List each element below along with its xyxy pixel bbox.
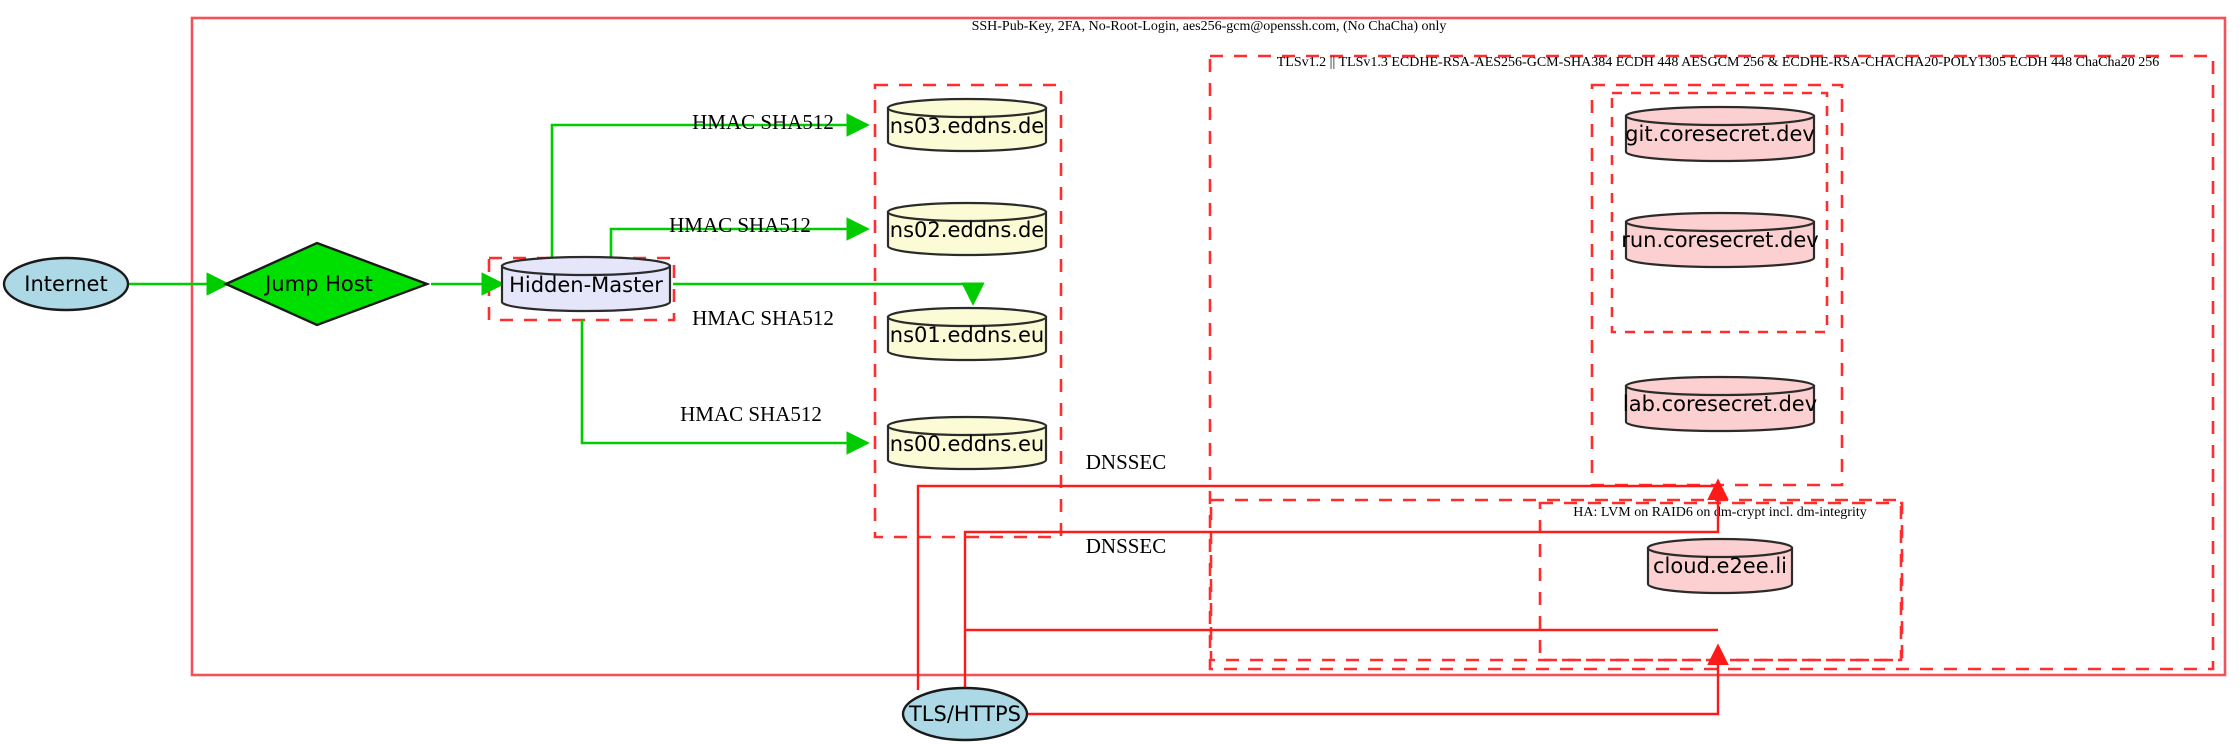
edge-hiddenmaster-to-ns01 [673, 282, 985, 306]
node-tls-https[interactable]: TLS/HTTPS [901, 686, 1029, 742]
ns02-cylinder-top [886, 201, 1048, 223]
jumphost-diamond [223, 241, 431, 327]
run-cylinder-top [1624, 211, 1816, 233]
node-lab[interactable]: lab.coresecret.dev [1623, 375, 1817, 433]
run-label: run.coresecret.dev [1621, 228, 1819, 252]
cluster-tls-ciphers [1208, 54, 2215, 671]
jumphost-label: Jump Host [263, 272, 373, 296]
edge-tls-to-cloud [1026, 643, 1729, 716]
internet-label: Internet [24, 272, 107, 296]
node-ns00[interactable]: ns00.eddns.eu [886, 415, 1048, 471]
cluster-cloud-zone [1209, 498, 1903, 662]
git-cylinder-body [1624, 114, 1816, 163]
internet-ellipse [2, 256, 130, 312]
run-cylinder-body [1624, 220, 1816, 269]
cluster-dns-zone [873, 83, 1063, 539]
cluster-outer-ssh-label: SSH-Pub-Key, 2FA, No-Root-Login, aes256-… [972, 19, 1447, 34]
edge-hiddenmaster-to-ns02 [609, 217, 870, 258]
ns01-cylinder-top [886, 306, 1048, 328]
edge-hiddenmaster-to-ns00 [580, 320, 870, 455]
node-ns02[interactable]: ns02.eddns.de [886, 201, 1048, 257]
hiddenmaster-cylinder-body [500, 264, 672, 313]
ns02-label: ns02.eddns.de [890, 218, 1044, 242]
node-internet[interactable]: Internet [2, 256, 130, 312]
edge-hiddenmaster-to-ns03 [550, 113, 870, 258]
edge-label-hmac-ns03: HMAC SHA512 [692, 110, 834, 134]
node-hidden-master[interactable]: Hidden-Master [500, 255, 672, 313]
node-git[interactable]: git.coresecret.dev [1624, 105, 1816, 163]
git-label: git.coresecret.dev [1625, 122, 1815, 146]
node-cloud[interactable]: cloud.e2ee.li [1646, 537, 1794, 595]
ns03-label: ns03.eddns.de [890, 114, 1044, 138]
edge-tls-to-coresecret [963, 478, 1729, 690]
lab-cylinder-top [1624, 375, 1816, 397]
edge-label-dnssec-lower: DNSSEC [1086, 534, 1167, 558]
tlshttps-ellipse [901, 686, 1029, 742]
node-ns03[interactable]: ns03.eddns.de [886, 97, 1048, 153]
hiddenmaster-cylinder-top [500, 255, 672, 277]
lab-cylinder-body [1624, 384, 1816, 433]
ns01-label: ns01.eddns.eu [890, 323, 1044, 347]
cluster-coresecret-inner-zone [1610, 91, 1829, 334]
node-jump-host[interactable]: Jump Host [223, 241, 431, 327]
cluster-ha-storage-label: HA: LVM on RAID6 on dm-crypt incl. dm-in… [1573, 505, 1866, 520]
node-ns01[interactable]: ns01.eddns.eu [886, 306, 1048, 362]
ns00-cylinder-body [886, 424, 1048, 471]
node-run[interactable]: run.coresecret.dev [1621, 211, 1819, 269]
hiddenmaster-label: Hidden-Master [509, 273, 663, 297]
cloud-label: cloud.e2ee.li [1653, 554, 1787, 578]
lab-label: lab.coresecret.dev [1623, 392, 1817, 416]
edge-label-hmac-ns01: HMAC SHA512 [692, 306, 834, 330]
ns00-label: ns00.eddns.eu [890, 432, 1044, 456]
cluster-outer-ssh [190, 16, 2227, 677]
ns03-cylinder-top [886, 97, 1048, 119]
edge-tls-branch-upper [916, 484, 1718, 690]
cloud-cylinder-body [1646, 546, 1794, 595]
cloud-cylinder-top [1646, 537, 1794, 559]
ns03-cylinder-body [886, 106, 1048, 153]
ns00-cylinder-top [886, 415, 1048, 437]
ns01-cylinder-body [886, 315, 1048, 362]
ns02-cylinder-body [886, 210, 1048, 257]
edge-label-dnssec-upper: DNSSEC [1086, 450, 1167, 474]
edge-label-hmac-ns02: HMAC SHA512 [669, 213, 811, 237]
edge-label-hmac-ns00: HMAC SHA512 [680, 402, 822, 426]
git-cylinder-top [1624, 105, 1816, 127]
tlshttps-label: TLS/HTTPS [908, 702, 1021, 726]
cluster-tls-ciphers-label: TLSv1.2 || TLSv1.3 ECDHE-RSA-AES256-GCM-… [1277, 55, 2159, 70]
